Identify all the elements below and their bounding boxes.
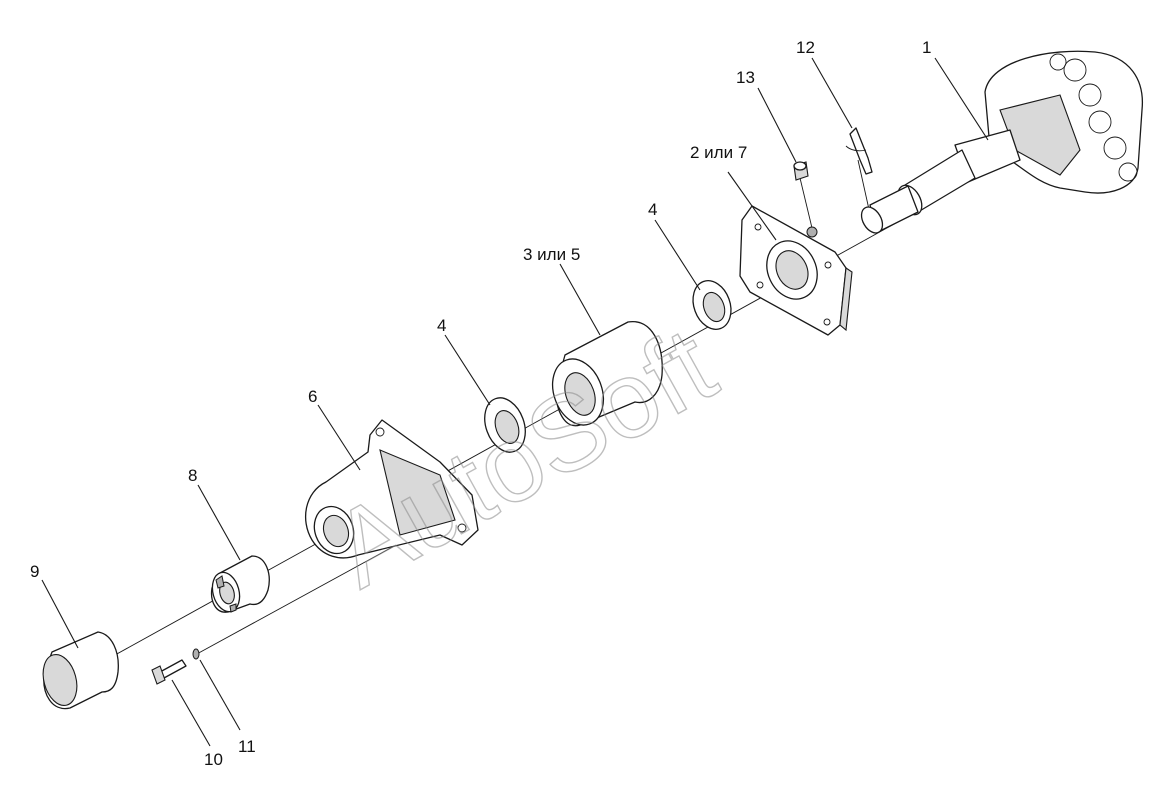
leader-4-upper <box>654 219 701 291</box>
callout-2-or-7: 2 или 7 <box>690 143 747 162</box>
leader-1 <box>934 57 989 141</box>
leader-6 <box>317 404 361 471</box>
callout-13: 13 <box>736 68 755 87</box>
assembly-axis-pin <box>857 159 871 215</box>
assembly-axis-plug <box>799 177 813 229</box>
leader-8 <box>197 484 241 561</box>
callout-6: 6 <box>308 387 317 406</box>
callout-4-lower: 4 <box>437 316 446 335</box>
leader-11 <box>199 659 241 731</box>
leader-9 <box>41 579 79 649</box>
part-6-housing <box>304 419 479 559</box>
part-9-cap <box>42 631 119 710</box>
leader-4-lower <box>444 334 491 406</box>
callout-3-or-5: 3 или 5 <box>523 245 580 264</box>
callout-9: 9 <box>30 562 39 581</box>
part-4-washer-upper <box>692 280 732 330</box>
part-12-cotter-pin <box>845 127 873 175</box>
leader-2 <box>727 171 777 241</box>
part-10-bolt <box>151 659 187 685</box>
part-11-spring-washer <box>192 648 200 660</box>
part-8-castle-nut <box>210 555 270 613</box>
part-2-or-7-flange <box>739 205 853 336</box>
callout-11: 11 <box>238 737 256 756</box>
callout-8: 8 <box>188 466 197 485</box>
leader-12 <box>811 57 853 129</box>
callout-12: 12 <box>796 38 815 57</box>
part-1-hook-assembly <box>860 50 1144 234</box>
callout-10: 10 <box>204 750 223 769</box>
leader-3 <box>559 263 601 336</box>
callout-1: 1 <box>922 38 931 57</box>
part-3-or-5-bushing <box>551 321 663 427</box>
part-13-grease-nipple <box>793 161 809 181</box>
leader-10 <box>171 679 211 747</box>
leader-13 <box>757 87 797 163</box>
callout-4-upper: 4 <box>648 200 657 219</box>
part-4-washer-lower <box>484 397 526 453</box>
